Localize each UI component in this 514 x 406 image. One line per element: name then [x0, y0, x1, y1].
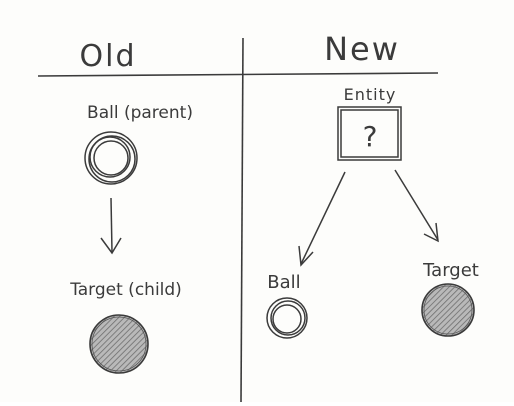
entity-box	[337, 106, 402, 161]
ball-parent-circle	[84, 131, 138, 185]
ball-circle	[266, 297, 308, 339]
entity-question-mark: ?	[363, 120, 378, 153]
entity-label: Entity	[344, 85, 397, 104]
heading-old: Old	[80, 39, 137, 74]
target-child-circle	[89, 314, 149, 374]
target-circle	[421, 283, 475, 337]
horizontal-divider	[37, 72, 439, 77]
parent-to-child-arrow	[100, 197, 122, 255]
vertical-divider	[240, 37, 244, 403]
ball-label: Ball	[267, 272, 300, 293]
ball-parent-label: Ball (parent)	[87, 103, 193, 123]
heading-new: New	[324, 30, 400, 68]
entity-to-target-arrow	[394, 169, 439, 243]
target-child-label: Target (child)	[69, 280, 182, 300]
entity-to-ball-arrow	[298, 171, 346, 267]
target-label: Target	[422, 260, 479, 281]
